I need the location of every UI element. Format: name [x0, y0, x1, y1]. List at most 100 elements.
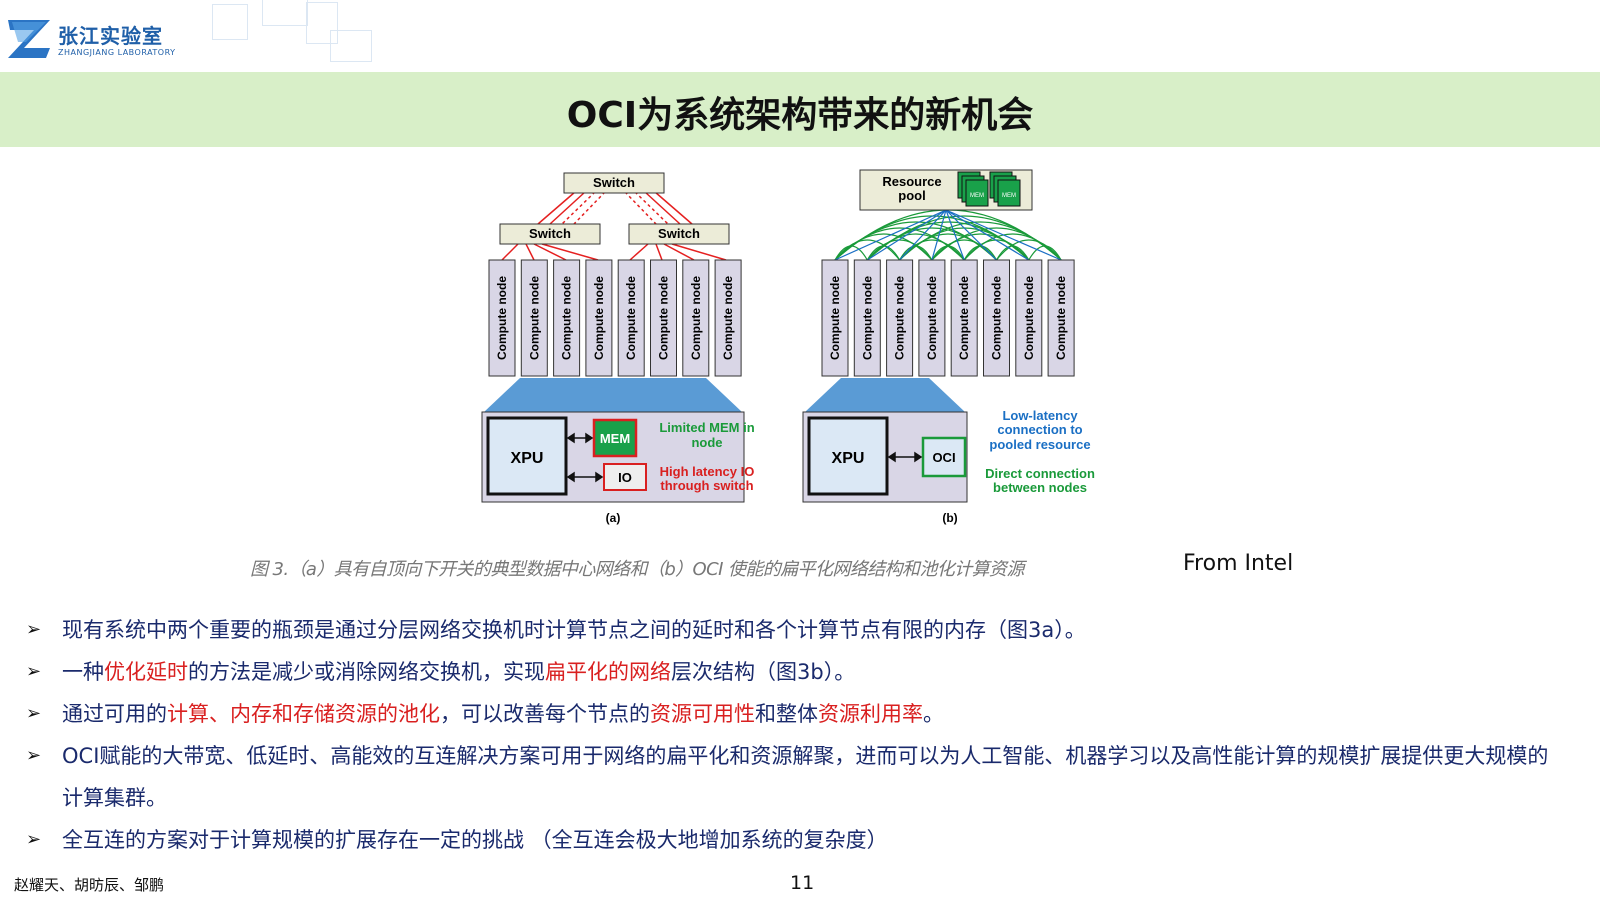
- mesh-link: [1028, 245, 1062, 261]
- mesh-link: [963, 245, 998, 261]
- xpu-mem-arrow: [566, 432, 604, 483]
- compute-node-label: Compute node: [828, 276, 842, 360]
- highlight-text: 扁平化的网络: [545, 660, 671, 684]
- decor-square: [306, 2, 338, 44]
- xpu-chip-a: [486, 416, 568, 496]
- compute-nodes-a: Compute node Compute node Compute node Comp…: [488, 259, 742, 377]
- bullet-text: 通过可用的: [62, 702, 167, 726]
- compute-node: [520, 259, 548, 377]
- right-switch-label: Switch: [658, 226, 700, 241]
- mem-label: MEM: [600, 431, 630, 446]
- blue-pool-links: [834, 209, 1062, 261]
- top-switch-label: Switch: [593, 175, 635, 190]
- resource-pool-line1: Resource: [882, 174, 941, 189]
- note-blue-line1: Low-latency: [1002, 408, 1078, 423]
- red-links: [501, 191, 727, 261]
- decor-square: [262, 0, 308, 26]
- pool-link: [945, 209, 1030, 261]
- panel-label-b: (b): [942, 511, 957, 525]
- footer-authors: 赵耀天、胡昉辰、邹鹏: [14, 876, 165, 894]
- resource-pool-line2: pool: [898, 188, 925, 203]
- io-chip: [603, 463, 647, 491]
- xpu-oci-arrow: [887, 451, 923, 463]
- compute-node: [1015, 259, 1043, 377]
- pool-link: [899, 209, 947, 261]
- decor-square: [212, 4, 248, 40]
- mesh-link: [899, 245, 933, 261]
- note-green-line1: Direct connection: [985, 466, 1095, 481]
- bullet-text: 一种: [62, 660, 104, 684]
- bullet-item: ➢ 现有系统中两个重要的瓶颈是通过分层网络交换机时计算节点之间的延时和各个计算节点…: [22, 609, 1552, 651]
- pool-link: [945, 209, 965, 261]
- pool-link: [945, 209, 997, 261]
- compute-node: [682, 259, 710, 377]
- arrow-bullet-icon: ➢: [26, 829, 42, 850]
- bullet-text: 和整体: [755, 702, 818, 726]
- compute-node: [553, 259, 581, 377]
- bullet-text: ，可以改善每个节点的: [440, 702, 650, 726]
- lab-logo: 张江实验室 ZHANGJIANG LABORATORY: [6, 18, 206, 64]
- arrow-bullet-icon: ➢: [26, 703, 42, 724]
- green-mesh-links: [834, 209, 1062, 261]
- mesh-link: [995, 245, 1030, 261]
- compute-node: [950, 259, 978, 377]
- left-switch-label: Switch: [529, 226, 571, 241]
- oci-chip: [921, 436, 967, 478]
- compute-node: [853, 259, 881, 377]
- mesh-link: [963, 233, 1062, 261]
- bullet-item: ➢通过可用的计算、内存和存储资源的池化，可以改善每个节点的资源可用性和整体资源利…: [22, 693, 1552, 735]
- compute-node-label: Compute node: [1022, 276, 1036, 360]
- mesh-link: [996, 239, 1062, 261]
- note-mem-line2: node: [691, 435, 722, 450]
- pool-mem-chips: MEM MEM: [957, 171, 1021, 207]
- compute-node: [714, 259, 742, 377]
- pool-link: [945, 209, 1062, 261]
- compute-node-label: Compute node: [1054, 276, 1068, 360]
- compute-node: [488, 259, 516, 377]
- note-blue-line2: connection to: [997, 422, 1082, 437]
- bullet-text: 层次结构（图3b）。: [671, 660, 856, 684]
- title-bar: OCI为系统架构带来的新机会: [0, 72, 1600, 147]
- bullet-item: ➢OCI赋能的大带宽、低延时、高能效的互连解决方案可用于网络的扁平化和资源解聚，…: [22, 735, 1552, 819]
- panel-label-a: (a): [606, 511, 621, 525]
- compute-node-label: Compute node: [721, 276, 735, 360]
- compute-node-label: Compute node: [657, 276, 671, 360]
- note-mem-line1: Limited MEM in: [659, 420, 754, 435]
- mem-chip: [592, 418, 638, 458]
- right-switch: [628, 223, 730, 245]
- xpu-chip-b: [807, 416, 889, 496]
- note-io-line2: through switch: [660, 478, 753, 493]
- highlight-text: 计算、内存和存储资源的池化: [167, 702, 440, 726]
- compute-node-label: Compute node: [990, 276, 1004, 360]
- compute-node-label: Compute node: [495, 276, 509, 360]
- callout-trapezoid-b: [805, 378, 965, 412]
- compute-node: [918, 259, 946, 377]
- xpu-label-b: XPU: [832, 450, 865, 467]
- xpu-label-a: XPU: [511, 450, 544, 467]
- bullet-text: 。: [923, 702, 944, 726]
- figure-caption: 图 3.（a）具有自顶向下开关的典型数据中心网络和（b）OCI 使能的扁平化网络…: [250, 559, 1024, 580]
- highlight-text: 优化延时: [104, 660, 188, 684]
- bullet-text: OCI赋能的大带宽、低延时、高能效的互连解决方案可用于网络的扁平化和资源解聚，进…: [62, 744, 1549, 810]
- left-switch: [499, 223, 601, 245]
- compute-nodes-b: Compute node Compute node Compute node Comp…: [821, 259, 1075, 377]
- compute-node-label: Compute node: [624, 276, 638, 360]
- compute-node-label: Compute node: [860, 276, 874, 360]
- bullet-list: ➢ 现有系统中两个重要的瓶颈是通过分层网络交换机时计算节点之间的延时和各个计算节点…: [22, 609, 1552, 861]
- compute-node-label: Compute node: [893, 276, 907, 360]
- bullet-item: ➢ 全互连的方案对于计算规模的扩展存在一定的挑战 （全互连会极大地增加系统的复杂度…: [22, 819, 1552, 861]
- compute-node: [585, 259, 613, 377]
- bullet-text: 全互连的方案对于计算规模的扩展存在一定的挑战 （全互连会极大地增加系统的复杂度）: [62, 828, 888, 852]
- compute-node-label: Compute node: [925, 276, 939, 360]
- arrow-bullet-icon: ➢: [26, 661, 42, 682]
- bullet-text: 的方法是减少或消除网络交换机，实现: [188, 660, 545, 684]
- pool-chip-label: MEM: [1002, 193, 1016, 199]
- bullet-text: 现有系统中两个重要的瓶颈是通过分层网络交换机时计算节点之间的延时和各个计算节点有…: [62, 618, 1086, 642]
- zj-logo-icon: [8, 20, 50, 58]
- compute-node: [886, 259, 914, 377]
- oci-label: OCI: [932, 450, 955, 465]
- arrow-bullet-icon: ➢: [26, 619, 42, 640]
